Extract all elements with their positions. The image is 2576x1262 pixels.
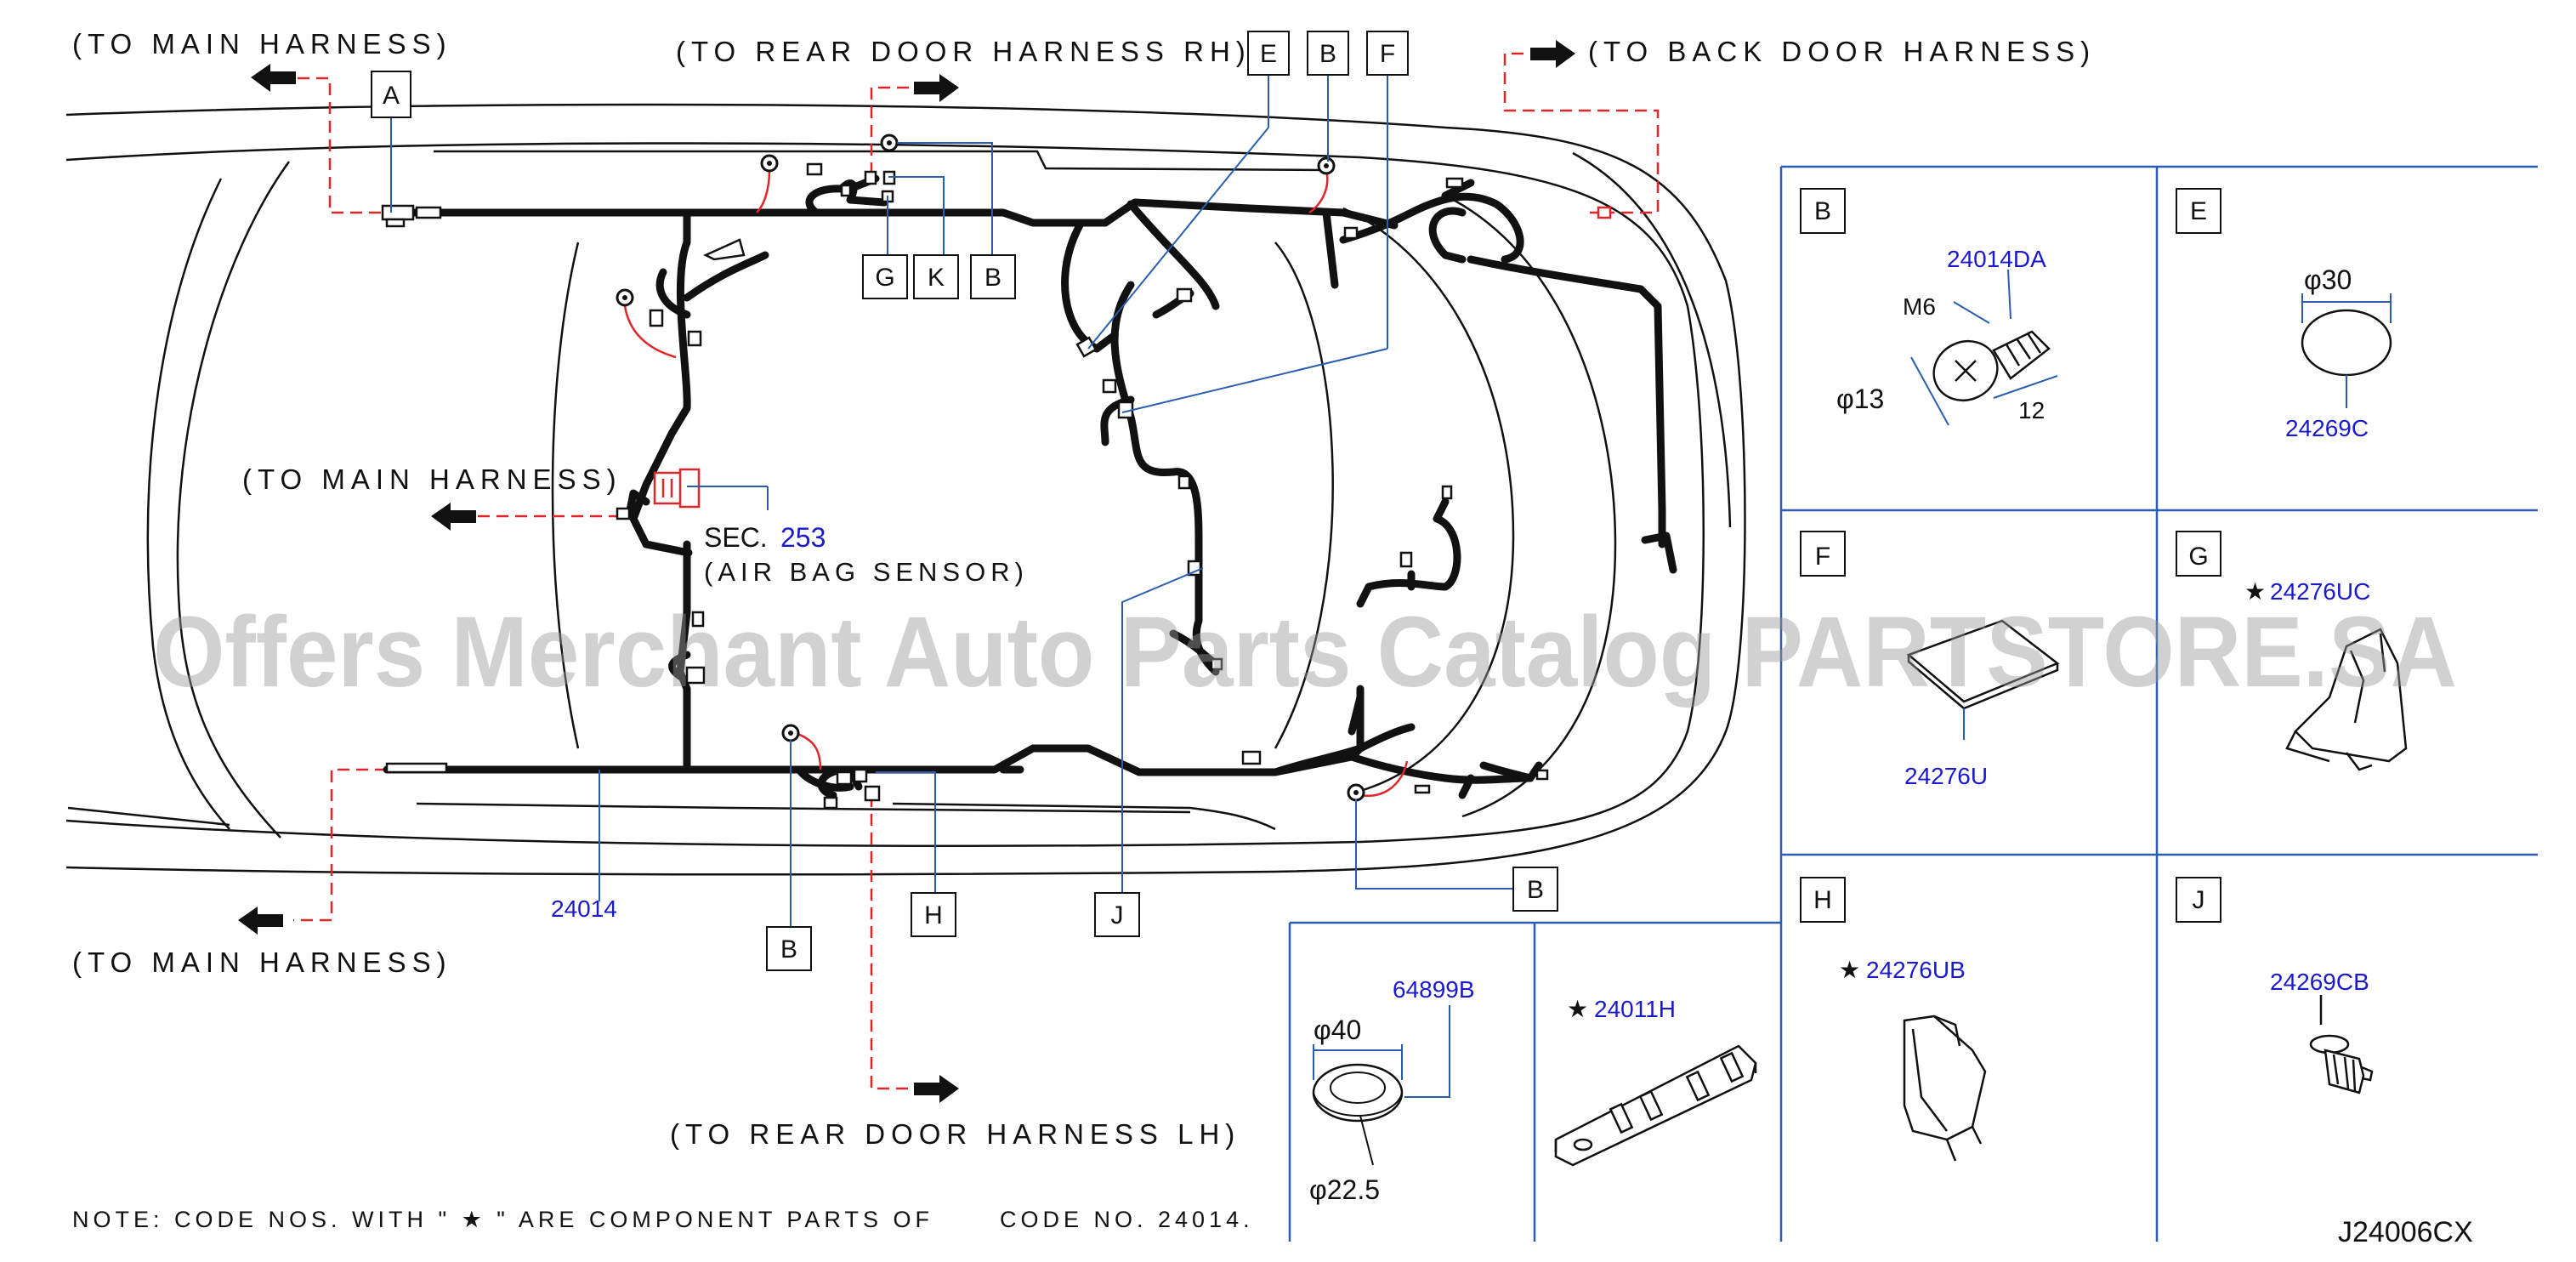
callout-letter: H [924,901,943,929]
arrow-right-icon [914,1075,959,1103]
label-to-main-harness: (TO MAIN HARNESS) [72,28,452,60]
sec-prefix: SEC. [704,522,768,553]
panel-letter-H: H [1813,886,1832,914]
part-code-link[interactable]: 24276UC [2270,578,2370,605]
callout-boxes [371,31,1558,971]
callout-A [371,71,411,118]
callout-K [913,254,959,299]
callout-letter: E [1260,40,1277,68]
car-body-outline [65,103,1746,876]
part-code-link[interactable]: 64899B [1393,976,1475,1003]
part-code-link[interactable]: 24269C [2285,415,2369,441]
detail-panel-grid [1288,165,2538,1242]
sec-description: (AIR BAG SENSOR) [704,557,1029,587]
plug-diameter: φ30 [2304,264,2352,295]
panel-letter-J: J [2193,886,2205,914]
panel-letter-B: B [1814,197,1831,225]
arrow-left-icon [238,907,283,935]
panel-letter-E: E [2190,197,2207,225]
callout-B [970,254,1016,299]
clip-24276UC-drawing [2285,628,2408,771]
grommet-64899B-drawing [1312,1005,1450,1166]
arrow-right-icon [1530,40,1575,68]
callout-letter: F [1380,40,1395,68]
sec-number-link[interactable]: 253 [780,522,826,553]
figure-id: J24006CX [2338,1216,2473,1248]
callout-J [1094,892,1140,937]
grommet-outer-diameter: φ40 [1314,1015,1361,1045]
callout-letter: A [383,82,400,110]
body-harness-24014 [383,174,1677,799]
note-code: CODE NO. 24014. [1000,1207,1254,1232]
callout-letter: B [1319,40,1336,68]
bracket-24011H-drawing [1554,1044,1757,1167]
push-clip-24269CB-drawing [2309,995,2374,1094]
label-to-main-harness: (TO MAIN HARNESS) [242,463,622,495]
bolt-length: 12 [2018,397,2045,424]
part-code-link[interactable]: 24014DA [1947,246,2046,272]
part-code-link[interactable]: 24269CB [2270,969,2369,995]
callout-E [1247,31,1290,76]
clip-24276UB-drawing [1903,1015,1987,1162]
callout-letter: B [780,935,797,964]
component-star: ★ [2244,578,2266,605]
panel-letter-G: G [2188,543,2208,571]
callout-G [862,254,908,299]
callout-B [766,926,812,971]
component-star: ★ [1839,957,1860,983]
bolt-24014DA-drawing [1932,330,2051,401]
callout-letter: G [875,264,894,292]
arrow-right-icon [914,74,959,102]
arrow-left-icon [431,503,476,531]
part-code-link[interactable]: 24014 [551,895,617,922]
note-text: NOTE: CODE NOS. WITH " ★ " ARE COMPONENT… [72,1207,933,1232]
label-to-back-door-harness: (TO BACK DOOR HARNESS) [1588,36,2096,67]
air-bag-sensor-connector [653,468,701,509]
connectors [381,162,1612,810]
panel-letter-F: F [1815,543,1830,571]
leader-lines [390,75,1522,927]
callout-letter: J [1111,901,1124,929]
part-code-link[interactable]: 24011H [1594,996,1676,1022]
callout-letter: B [1527,876,1544,904]
callout-B [1512,867,1558,912]
pad-24276U-drawing [1906,619,2060,740]
label-to-main-harness: (TO MAIN HARNESS) [72,946,452,978]
watermark: Offers Merchant Auto Parts Catalog PARTS… [153,596,2457,708]
callout-letter: B [984,264,1001,292]
direction-arrows [238,40,1575,1103]
part-code-link[interactable]: 24276UB [1866,957,1966,983]
part-code-link[interactable]: 24276U [1904,763,1988,789]
callout-B [1307,31,1349,76]
callout-letter: K [928,264,945,292]
callout-F [1366,31,1409,76]
harness-dashed-links [293,52,1660,1090]
label-to-rear-door-harness-lh: (TO REAR DOOR HARNESS LH) [670,1118,1240,1150]
bolt-diameter: φ13 [1836,384,1884,414]
component-star: ★ [1567,996,1588,1022]
callout-H [911,892,956,937]
arrow-left-icon [251,64,296,92]
plug-24269C-drawing [2301,293,2392,408]
grommet-inner-diameter: φ22.5 [1309,1174,1380,1205]
label-to-rear-door-harness-rh: (TO REAR DOOR HARNESS RH) [676,36,1251,67]
bolt-thread-size: M6 [1903,293,1936,320]
